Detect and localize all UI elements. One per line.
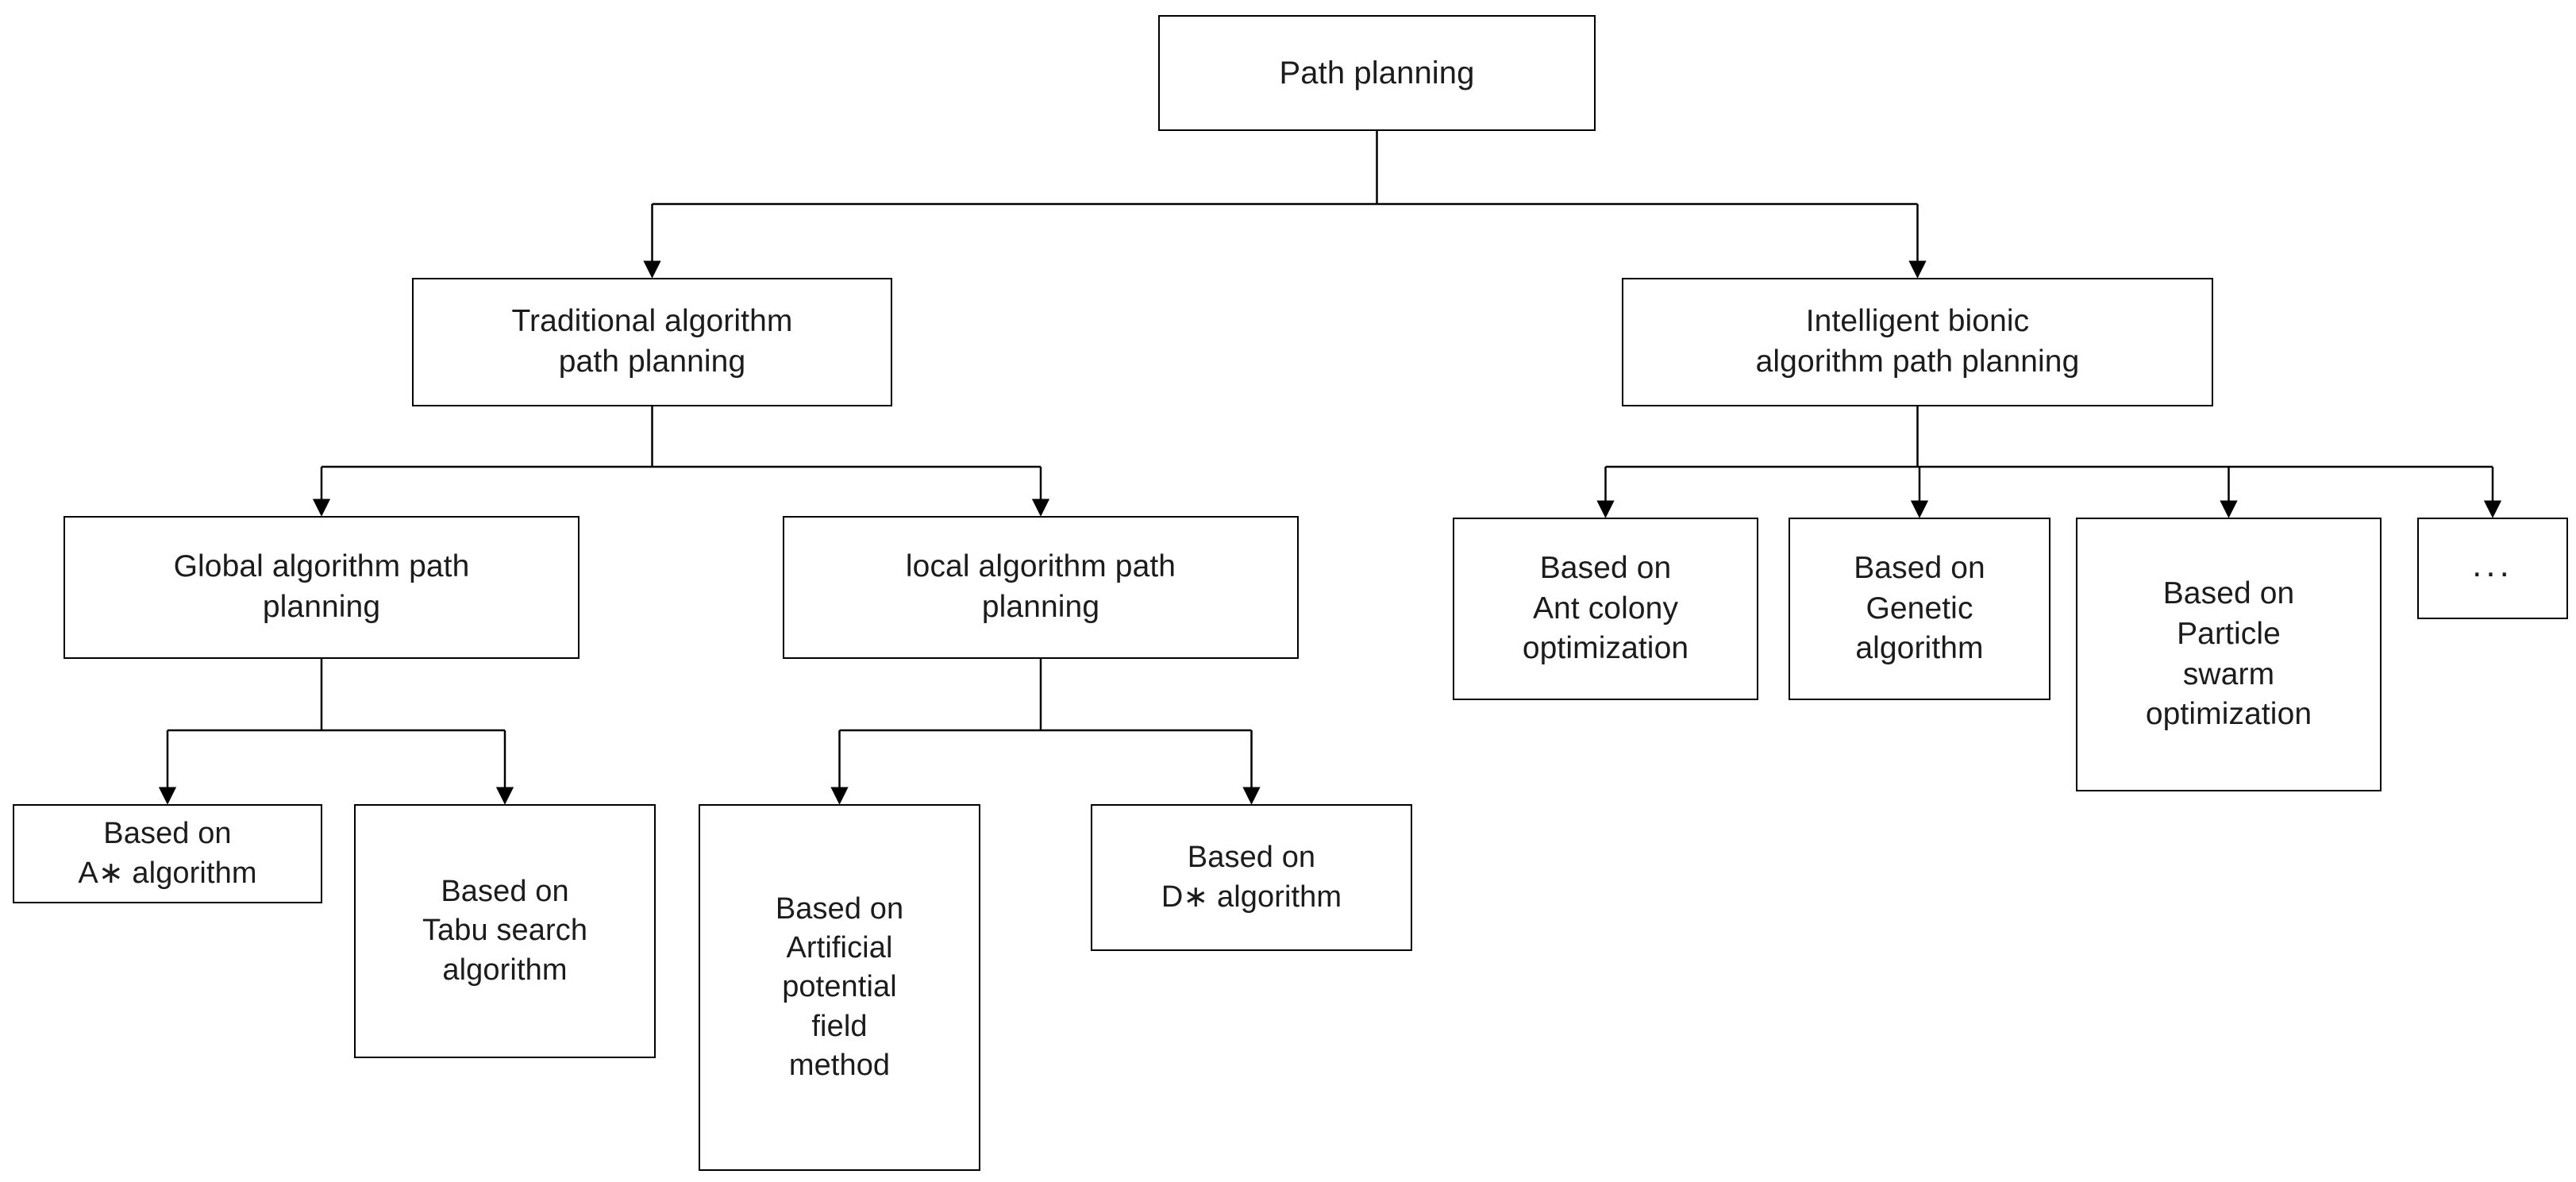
node-label: Based on A∗ algorithm [78, 817, 257, 890]
node-traditional: Traditional algorithm path planning [412, 278, 892, 406]
node-label: Based on Artificial potential field meth… [775, 891, 904, 1083]
node-astar: Based on A∗ algorithm [13, 804, 322, 903]
node-label: Traditional algorithm path planning [511, 304, 793, 379]
node-label: Global algorithm path planning [173, 549, 470, 624]
node-label: Based on D∗ algorithm [1161, 841, 1342, 914]
node-label: ... [2472, 545, 2513, 585]
node-label: Based on Tabu search algorithm [422, 874, 588, 987]
node-label: Path planning [1279, 56, 1475, 90]
node-global: Global algorithm path planning [64, 516, 580, 659]
node-label: Based on Particle swarm optimization [2145, 576, 2312, 732]
node-label: Based on Ant colony optimization [1522, 550, 1689, 666]
node-bionic: Intelligent bionic algorithm path planni… [1622, 278, 2213, 406]
node-label: local algorithm path planning [905, 549, 1176, 624]
node-tabu: Based on Tabu search algorithm [354, 804, 656, 1058]
node-particle-swarm: Based on Particle swarm optimization [2076, 518, 2382, 791]
node-label: Intelligent bionic algorithm path planni… [1755, 304, 2080, 379]
node-local: local algorithm path planning [783, 516, 1299, 659]
node-dstar: Based on D∗ algorithm [1091, 804, 1412, 951]
node-ant-colony: Based on Ant colony optimization [1453, 518, 1758, 700]
node-apf: Based on Artificial potential field meth… [699, 804, 980, 1171]
node-genetic: Based on Genetic algorithm [1789, 518, 2050, 700]
node-label: Based on Genetic algorithm [1854, 550, 1985, 666]
node-root: Path planning [1158, 15, 1596, 131]
node-more: ... [2417, 518, 2568, 619]
